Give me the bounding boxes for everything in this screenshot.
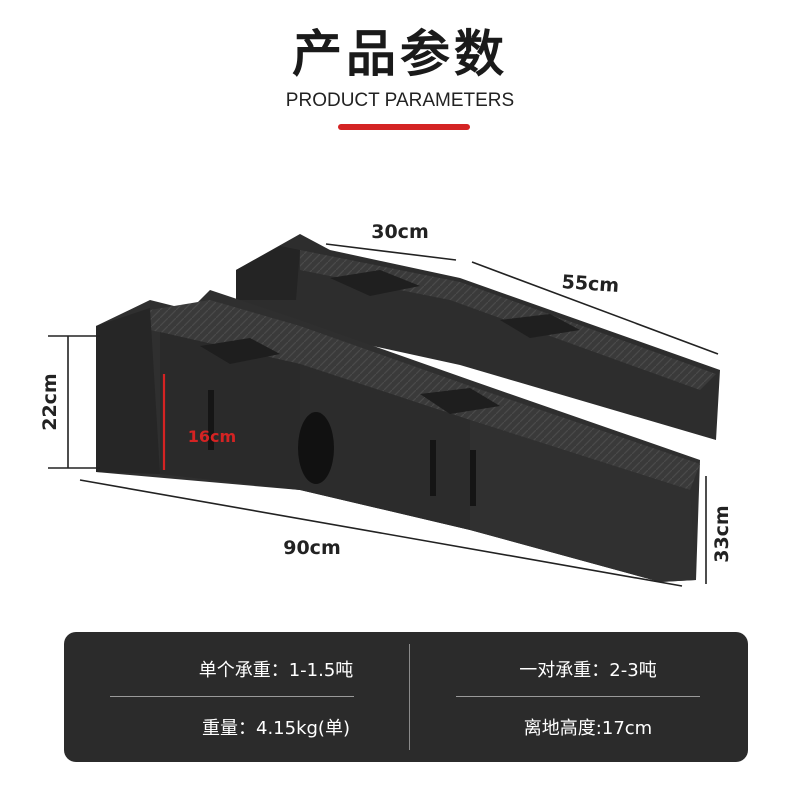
back-ramp-shape: [236, 234, 720, 440]
dim-ramp-length: 55cm: [561, 271, 620, 297]
page-title: 产品参数: [292, 25, 508, 83]
dim-top-width: 30cm: [371, 221, 429, 243]
spec-divider-center: [409, 644, 410, 750]
front-ramp-shape: [96, 290, 700, 582]
spec-weight: 重量：4.15kg(单): [202, 718, 350, 739]
title-underline: [338, 124, 470, 130]
spec-divider-right: [456, 696, 700, 697]
dim-total-width: 33cm: [711, 505, 733, 563]
dim-total-length: 90cm: [283, 537, 341, 559]
dim-inner-height: 16cm: [188, 427, 236, 446]
spec-panel: 单个承重：1-1.5吨 一对承重：2-3吨 重量：4.15kg(单) 离地高度:…: [64, 632, 748, 762]
spec-pair-load: 一对承重：2-3吨: [519, 660, 657, 681]
product-figure: 30cm 55cm 22cm 16cm 90cm 33cm: [0, 150, 800, 610]
spec-ground-clearance: 离地高度:17cm: [523, 718, 653, 739]
ramp-illustration: 30cm 55cm 22cm 16cm 90cm 33cm: [39, 221, 733, 587]
spec-single-load: 单个承重：1-1.5吨: [198, 660, 354, 681]
spec-divider-left: [110, 696, 354, 697]
dim-total-height: 22cm: [39, 373, 61, 431]
page-subtitle: PRODUCT PARAMETERS: [285, 90, 515, 111]
